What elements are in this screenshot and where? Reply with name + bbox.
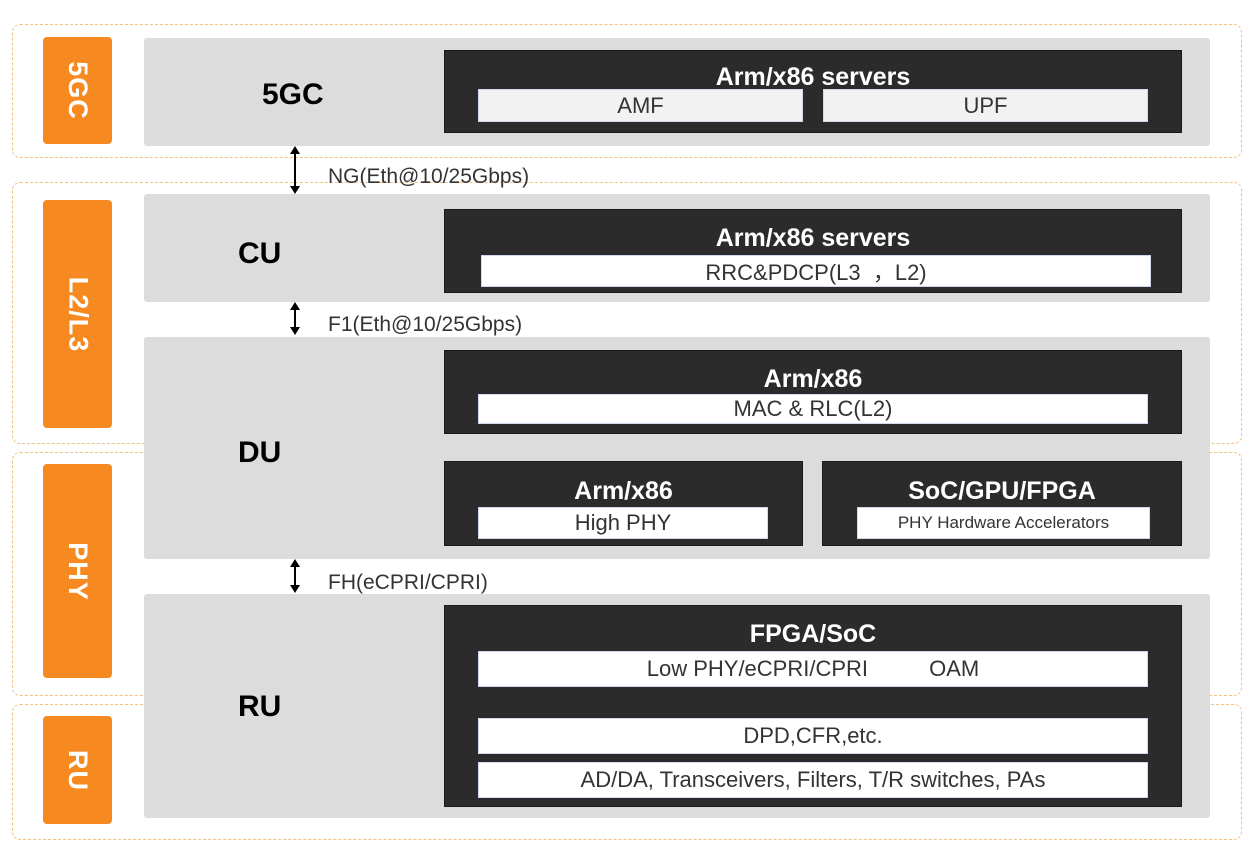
layer-tab-phy: PHY [43, 464, 112, 678]
ng-arrow-down-icon [290, 186, 300, 194]
du-mac-box: Arm/x86 MAC & RLC(L2) [444, 350, 1182, 434]
fh-arrow-down-icon [290, 585, 300, 593]
cu-server-box: Arm/x86 servers RRC&PDCP(L3 ，L2) [444, 209, 1182, 293]
f1-interface-label: F1(Eth@10/25Gbps) [328, 313, 523, 336]
f1-arrow-down-icon [290, 327, 300, 335]
du-high-phy-title: Arm/x86 [574, 477, 673, 505]
layer-tab-l2l3: L2/L3 [43, 200, 112, 428]
layer-tab-phy-label: PHY [63, 541, 93, 601]
layer-tab-l2l3-label: L2/L3 [63, 276, 93, 352]
layer-tab-ru-label: RU [63, 749, 93, 791]
low-phy-box: Low PHY/eCPRI/CPRI OAM [478, 651, 1148, 687]
du-accel-box: SoC/GPU/FPGA PHY Hardware Accelerators [822, 461, 1182, 546]
upf-box: UPF [823, 89, 1148, 122]
tier-label-du: DU [238, 436, 282, 469]
layer-tab-5gc: 5GC [43, 37, 112, 144]
amf-box: AMF [478, 89, 803, 122]
tier-label-ru: RU [238, 690, 282, 723]
ng-arrow-up-icon [290, 146, 300, 154]
rrc-pdcp-box: RRC&PDCP(L3 ，L2) [481, 255, 1151, 287]
du-high-phy-box: Arm/x86 High PHY [444, 461, 803, 546]
fh-arrow-line [294, 565, 296, 587]
mac-rlc-box: MAC & RLC(L2) [478, 394, 1148, 424]
layer-tab-ru: RU [43, 716, 112, 824]
layer-box-5gc [12, 24, 1242, 158]
dpd-cfr-box: DPD,CFR,etc. [478, 718, 1148, 754]
cu-server-title: Arm/x86 servers [715, 224, 911, 252]
f1-arrow-line [294, 308, 296, 329]
gc-server-box: Arm/x86 servers AMF UPF [444, 50, 1182, 133]
high-phy-box: High PHY [478, 507, 768, 539]
du-mac-title: Arm/x86 [763, 365, 863, 393]
ng-interface-label: NG(Eth@10/25Gbps) [328, 165, 530, 188]
tier-label-5gc: 5GC [262, 78, 324, 111]
ng-arrow-line [294, 152, 296, 188]
gc-server-title: Arm/x86 servers [715, 63, 911, 91]
ad-da-box: AD/DA, Transceivers, Filters, T/R switch… [478, 762, 1148, 798]
ru-fpga-title: FPGA/SoC [749, 620, 877, 648]
fh-interface-label: FH(eCPRI/CPRI) [328, 571, 488, 594]
du-accel-title: SoC/GPU/FPGA [908, 477, 1096, 505]
f1-arrow-up-icon [290, 302, 300, 310]
tier-label-cu: CU [238, 237, 282, 270]
ru-fpga-box: FPGA/SoC Low PHY/eCPRI/CPRI OAM DPD,CFR,… [444, 605, 1182, 807]
phy-accelerators-box: PHY Hardware Accelerators [857, 507, 1150, 539]
layer-tab-5gc-label: 5GC [63, 61, 93, 120]
fh-arrow-up-icon [290, 559, 300, 567]
